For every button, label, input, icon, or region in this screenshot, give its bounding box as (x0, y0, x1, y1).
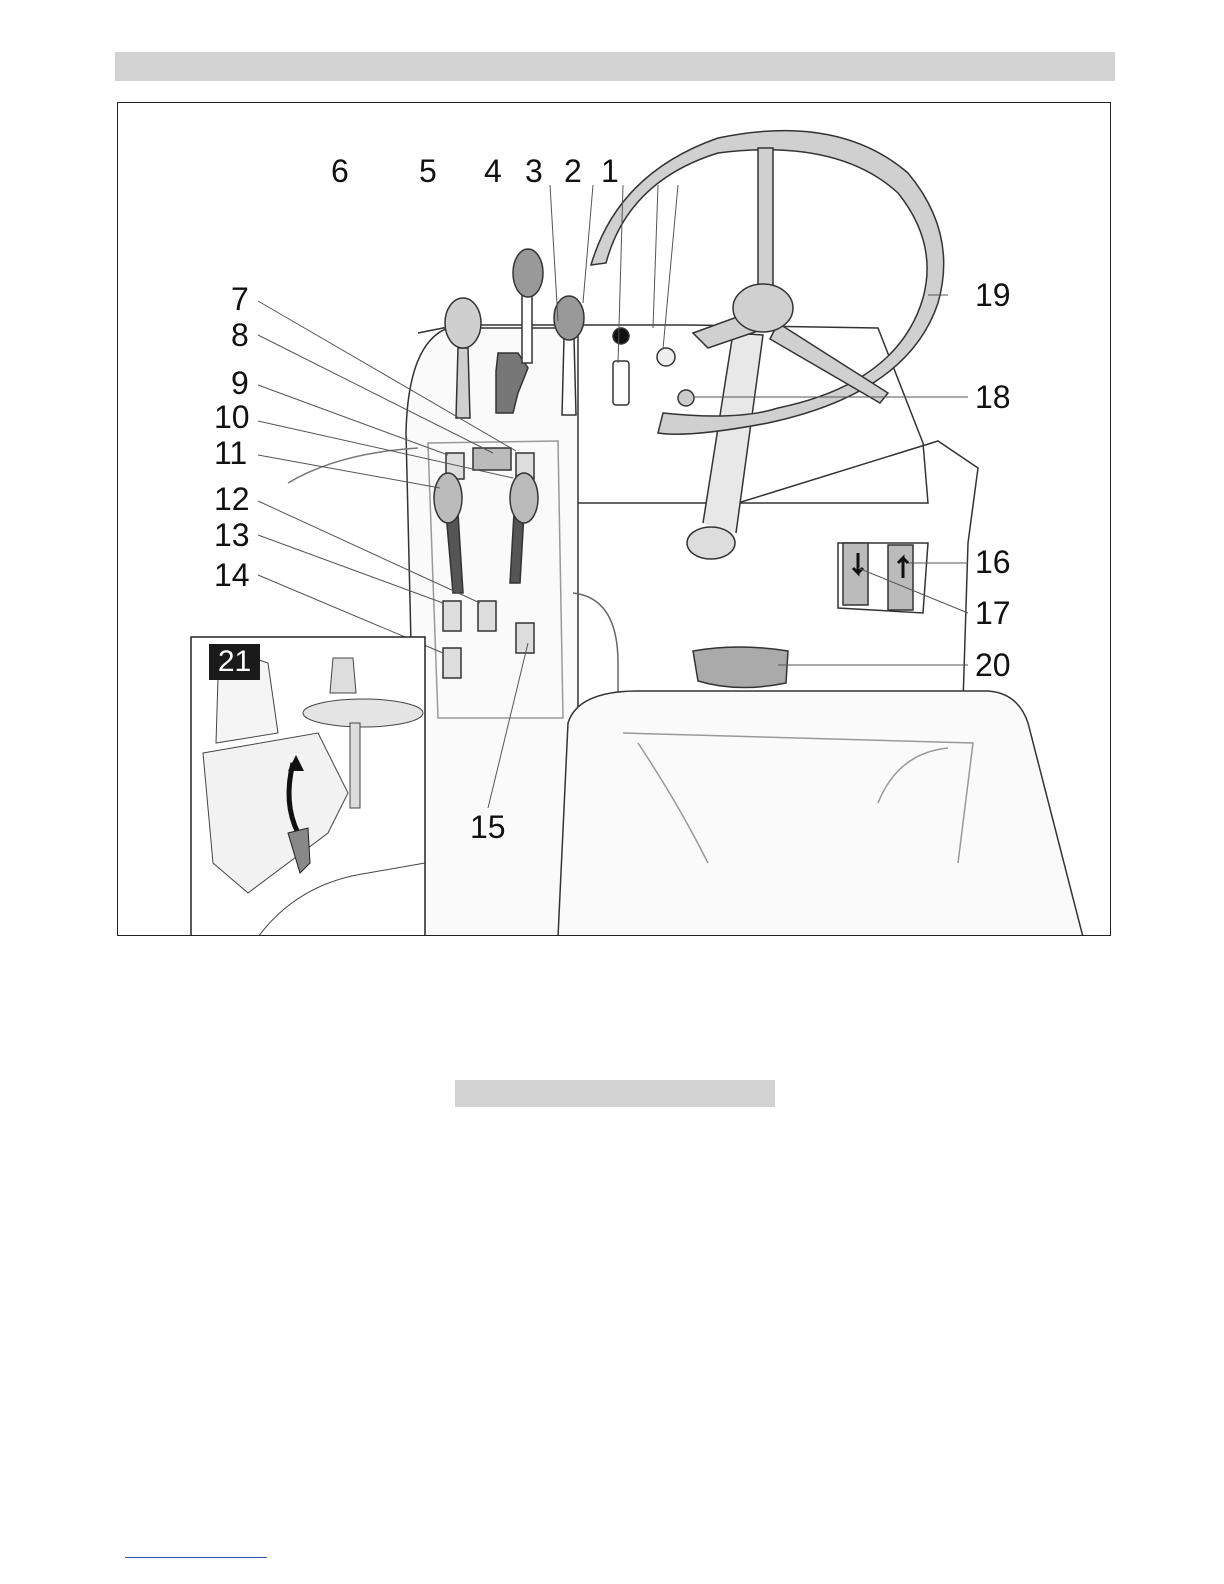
callout-8: 8 (231, 319, 249, 351)
steering-spoke-top (758, 148, 773, 293)
callout-3: 3 (525, 155, 543, 187)
handle-20 (693, 647, 788, 688)
lever-6 (456, 348, 470, 418)
callout-4: 4 (484, 155, 502, 187)
switch-13 (443, 601, 461, 631)
lever-6-knob (445, 298, 481, 348)
caption-bar (455, 1080, 775, 1107)
callout-6: 6 (331, 155, 349, 187)
button-18 (678, 390, 694, 406)
display-panel (473, 448, 511, 470)
steering-hub (733, 284, 793, 332)
switch-15 (516, 623, 534, 653)
callout-20: 20 (975, 649, 1011, 681)
callout-12: 12 (214, 483, 250, 515)
footer-rule (125, 1557, 267, 1558)
callout-16: 16 (975, 546, 1011, 578)
lever-4-shaft (562, 338, 576, 415)
switch-12 (478, 601, 496, 631)
callout-14: 14 (214, 559, 250, 591)
lever-11-knob (434, 473, 462, 523)
callout-1: 1 (601, 155, 619, 187)
callout-13: 13 (214, 519, 250, 551)
lever-5-knob (513, 249, 543, 297)
switch-14 (443, 648, 461, 678)
lever-4-knob (554, 296, 584, 340)
column-base (687, 527, 735, 559)
callout-7: 7 (231, 283, 249, 315)
seat-back (558, 691, 1083, 936)
lever-5-shaft (522, 293, 532, 363)
callout-11: 11 (214, 437, 247, 469)
hood-front (288, 448, 418, 483)
pedal-16 (888, 545, 913, 610)
callout-18: 18 (975, 381, 1011, 413)
inset-seat-drawing (191, 637, 425, 936)
lever-10-knob (510, 473, 538, 523)
key-switch-1 (657, 348, 675, 366)
callout-2: 2 (564, 155, 582, 187)
callout-15: 15 (470, 811, 506, 843)
operator-controls-figure: 21 6 5 4 3 2 1 7 8 9 10 11 12 13 14 15 1… (117, 102, 1111, 936)
header-bar (115, 52, 1115, 81)
callout-5: 5 (419, 155, 437, 187)
callout-19: 19 (975, 279, 1011, 311)
callout-17: 17 (975, 597, 1011, 629)
steering-spoke-right (770, 323, 888, 403)
inset-label: 21 (209, 644, 260, 680)
fuel-gauge-3 (613, 361, 629, 405)
pedal-17 (843, 543, 868, 605)
indicator-2 (613, 328, 629, 344)
callout-10: 10 (214, 401, 250, 433)
callout-9: 9 (231, 367, 249, 399)
operator-controls-drawing (118, 103, 1111, 936)
